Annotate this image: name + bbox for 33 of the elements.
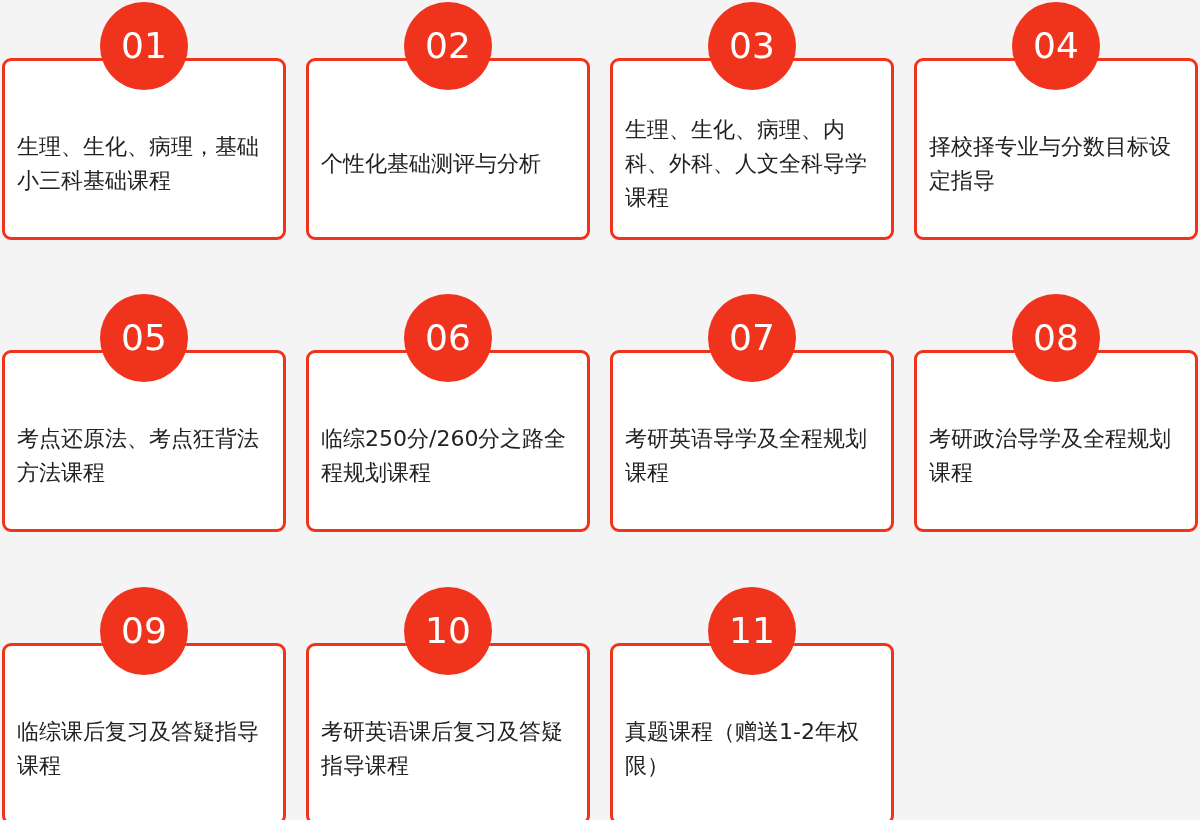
step-number: 10 — [404, 587, 492, 675]
step-number: 05 — [100, 294, 188, 382]
step-number: 07 — [708, 294, 796, 382]
course-card — [914, 58, 1198, 240]
step-number: 02 — [404, 2, 492, 90]
course-card — [2, 58, 286, 240]
step-number: 01 — [100, 2, 188, 90]
course-title: 考点还原法、考点狂背法方法课程 — [17, 425, 260, 487]
course-title: 择校择专业与分数目标设定指导 — [929, 133, 1172, 195]
step-number: 06 — [404, 294, 492, 382]
course-card — [2, 643, 286, 820]
course-title: 个性化基础测评与分析 — [321, 150, 541, 178]
course-card — [2, 350, 286, 532]
course-title: 生理、生化、病理、内科、外科、人文全科导学课程 — [625, 116, 868, 212]
step-number: 04 — [1012, 2, 1100, 90]
course-card — [914, 350, 1198, 532]
course-card — [306, 350, 590, 532]
course-card — [610, 643, 894, 820]
course-card — [306, 643, 590, 820]
step-number: 09 — [100, 587, 188, 675]
step-number: 08 — [1012, 294, 1100, 382]
course-card — [610, 58, 894, 240]
course-title: 临综课后复习及答疑指导课程 — [17, 718, 260, 780]
course-title: 考研政治导学及全程规划课程 — [929, 425, 1172, 487]
course-card — [610, 350, 894, 532]
course-title: 真题课程（赠送1-2年权限） — [625, 718, 860, 780]
course-card — [306, 58, 590, 240]
course-title: 生理、生化、病理，基础小三科基础课程 — [17, 133, 260, 195]
course-title: 临综250分/260分之路全程规划课程 — [321, 425, 568, 487]
step-number: 11 — [708, 587, 796, 675]
step-number: 03 — [708, 2, 796, 90]
course-title: 考研英语课后复习及答疑指导课程 — [321, 718, 564, 780]
course-title: 考研英语导学及全程规划课程 — [625, 425, 868, 487]
